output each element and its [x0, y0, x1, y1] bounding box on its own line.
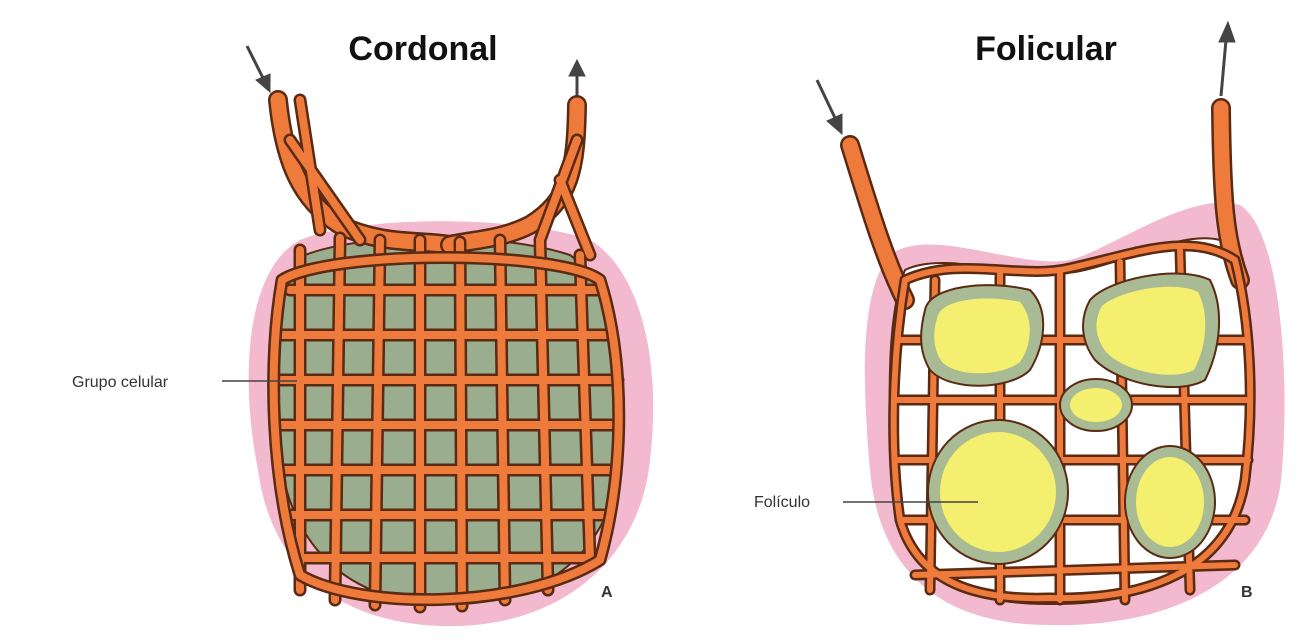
follicle — [927, 419, 1069, 565]
follicle — [1124, 445, 1216, 559]
panel-b-inflow-arrow — [815, 79, 843, 136]
panel-a-inflow-arrow — [245, 45, 271, 94]
follicle — [920, 284, 1045, 387]
panel-a-letter: A — [601, 584, 613, 601]
panel-b-folicular: Folicular — [754, 20, 1285, 626]
panel-b-callout-label: Folículo — [754, 494, 810, 511]
panel-b-letter: B — [1241, 584, 1253, 601]
panel-b-outflow-arrow — [1218, 20, 1236, 97]
follicle — [1059, 378, 1133, 432]
panel-b-title: Folicular — [975, 30, 1117, 68]
panel-a-capillary-network — [267, 93, 626, 614]
panel-b-follicles — [920, 272, 1220, 565]
panel-a-cordonal: Cordonal Grupo celula — [72, 30, 654, 627]
panel-a-title: Cordonal — [348, 30, 497, 68]
panel-a-outflow-arrow — [568, 58, 586, 100]
panel-a-callout-label: Grupo celular — [72, 374, 169, 391]
follicle — [1082, 272, 1220, 389]
